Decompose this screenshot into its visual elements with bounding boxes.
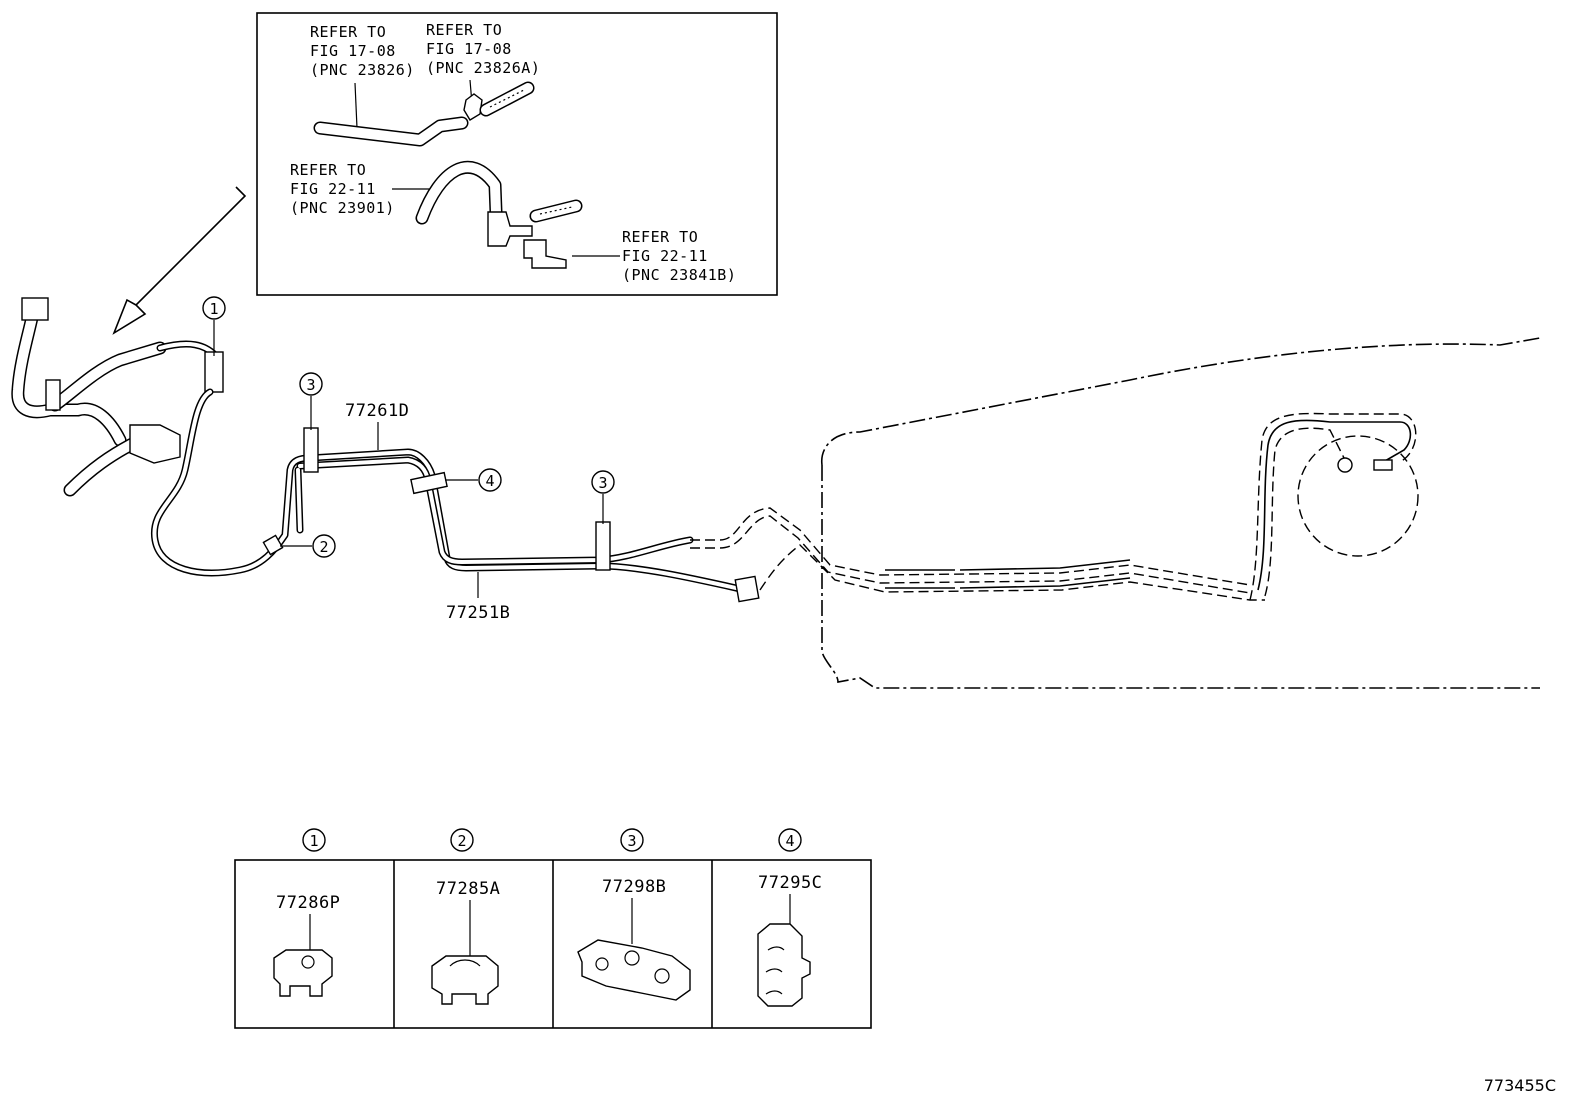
- fuel-pump-outline: [1297, 435, 1419, 557]
- clamp-3a: [303, 427, 319, 473]
- legend-part-4: 77295C: [758, 873, 822, 893]
- clamp-77285a-icon: [431, 955, 499, 1005]
- clamp-77298b-icon: [577, 939, 691, 1001]
- callout-d-line2: FIG 22-11: [622, 247, 708, 265]
- marker-1-label: 1: [209, 300, 218, 318]
- callout-b-line3: (PNC 23826A): [426, 59, 540, 77]
- marker-1: 1: [202, 296, 226, 356]
- callout-b-line2: FIG 17-08: [426, 40, 512, 58]
- clamp-legend: 1 77286P 2 77285A 3 77298B: [234, 828, 872, 1029]
- fuel-tube-bundle: [150, 388, 1417, 603]
- legend-cell-1: 1 77286P: [273, 828, 340, 997]
- marker-3b: 3: [591, 470, 615, 524]
- callout-a-line1: REFER TO: [310, 23, 386, 41]
- detail-arrow: [112, 186, 247, 335]
- marker-4-label: 4: [485, 472, 494, 490]
- inset-hose-lower: [415, 160, 583, 269]
- legend-cell-4: 4 77295C: [757, 828, 822, 1007]
- clamp-3b: [595, 521, 611, 571]
- callout-a-line2: FIG 17-08: [310, 42, 396, 60]
- marker-3a-label: 3: [306, 376, 315, 394]
- callout-a: REFER TO FIG 17-08 (PNC 23826): [310, 23, 415, 129]
- callout-d-line3: (PNC 23841B): [622, 266, 736, 284]
- part-number-upper-tube: 77261D: [345, 401, 409, 421]
- legend-cell-2: 2 77285A: [431, 828, 500, 1005]
- legend-part-3: 77298B: [602, 877, 666, 897]
- clamp-77286p-icon: [273, 949, 333, 997]
- legend-part-1: 77286P: [276, 893, 340, 913]
- detail-inset: REFER TO FIG 17-08 (PNC 23826) REFER TO …: [256, 12, 778, 296]
- tube-clamps: [262, 427, 611, 571]
- callout-c: REFER TO FIG 22-11 (PNC 23901): [290, 161, 440, 217]
- inset-hose-upper: [313, 81, 535, 147]
- legend-marker-4: 4: [785, 832, 794, 850]
- marker-3b-label: 3: [598, 474, 607, 492]
- filler-neck-assembly: [11, 297, 224, 497]
- inset-frame: [256, 12, 778, 296]
- legend-marker-3: 3: [627, 832, 636, 850]
- callout-c-line1: REFER TO: [290, 161, 366, 179]
- callout-a-line3: (PNC 23826): [310, 61, 415, 79]
- label-upper-tube: 77261D: [345, 401, 409, 450]
- inset-clamp: [523, 239, 567, 269]
- callout-b-line1: REFER TO: [426, 21, 502, 39]
- legend-marker-2: 2: [457, 832, 466, 850]
- part-number-lower-tube: 77251B: [446, 603, 510, 623]
- callout-d: REFER TO FIG 22-11 (PNC 23841B): [572, 228, 736, 284]
- marker-2-label: 2: [319, 538, 328, 556]
- marker-3a: 3: [299, 372, 323, 430]
- marker-2: 2: [280, 534, 336, 558]
- label-lower-tube: 77251B: [446, 572, 510, 623]
- marker-4: 4: [445, 468, 502, 492]
- clamp-4: [410, 471, 448, 495]
- callout-c-line3: (PNC 23901): [290, 199, 395, 217]
- callout-d-line1: REFER TO: [622, 228, 698, 246]
- legend-part-2: 77285A: [436, 879, 500, 899]
- callout-b: REFER TO FIG 17-08 (PNC 23826A): [426, 21, 540, 105]
- clamp-77295c-icon: [757, 923, 811, 1007]
- fuel-tank-outline: [820, 337, 1541, 689]
- legend-marker-1: 1: [309, 832, 318, 850]
- legend-cell-3: 3 77298B: [577, 828, 691, 1001]
- callout-c-line2: FIG 22-11: [290, 180, 376, 198]
- diagram-code: 773455C: [1484, 1076, 1556, 1095]
- clamp-2: [262, 534, 284, 556]
